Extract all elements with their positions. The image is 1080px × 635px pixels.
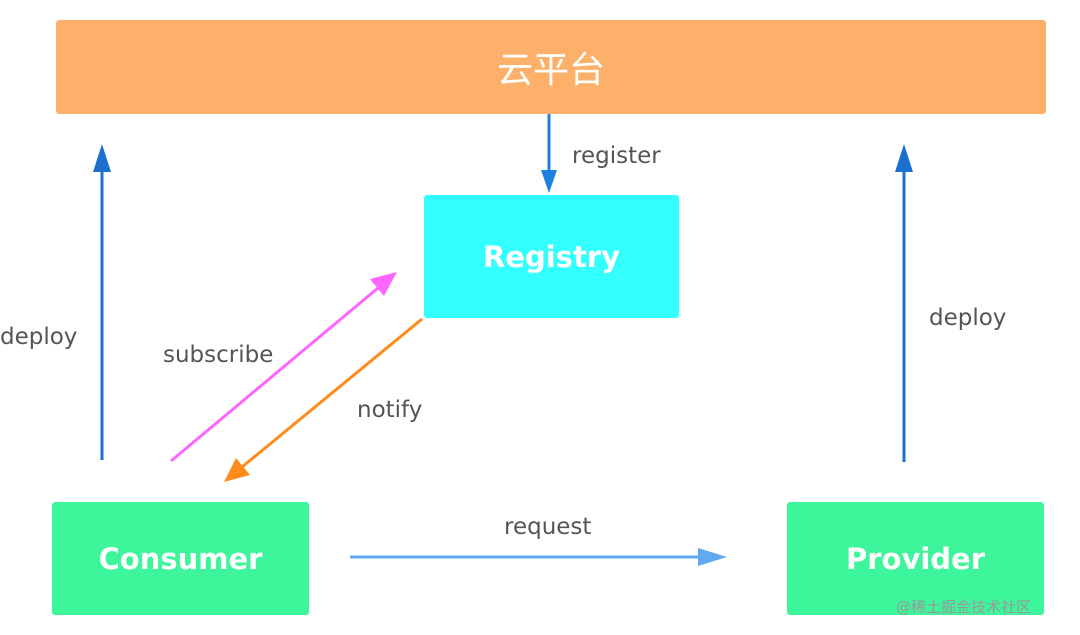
deploy-consumer-arrow-head — [93, 144, 111, 172]
deploy-provider-arrow — [895, 144, 913, 462]
register-arrow — [541, 114, 557, 193]
request-arrow-head — [698, 548, 727, 566]
notify-edge-label: notify — [357, 397, 423, 423]
deploy-provider-edge-label: deploy — [929, 305, 1007, 331]
subscribe-edge-label: subscribe — [163, 342, 274, 368]
cloud-platform-label: 云平台 — [496, 50, 605, 91]
deploy-consumer-edge-label: deploy — [0, 324, 78, 350]
consumer-label: Consumer — [98, 541, 263, 576]
subscribe-arrow-head — [370, 272, 397, 296]
notify-arrow-head — [224, 458, 250, 482]
request-edge-label: request — [504, 514, 592, 540]
notify-arrow-line — [241, 317, 423, 469]
provider-node: Provider — [787, 502, 1044, 615]
notify-arrow — [224, 317, 423, 482]
deploy-provider-arrow-head — [895, 144, 913, 172]
watermark-text: @稀土掘金技术社区 — [896, 598, 1032, 616]
registry-label: Registry — [482, 239, 621, 274]
subscribe-arrow — [170, 272, 397, 463]
registry-node: Registry — [424, 195, 679, 318]
cloud-platform-node: 云平台 — [56, 20, 1046, 114]
register-edge-label: register — [572, 143, 661, 169]
subscribe-arrow-line — [170, 286, 379, 463]
deploy-consumer-arrow — [93, 144, 111, 460]
register-arrow-head — [541, 170, 557, 193]
consumer-node: Consumer — [52, 502, 309, 615]
request-arrow — [350, 548, 727, 566]
provider-label: Provider — [845, 541, 986, 576]
